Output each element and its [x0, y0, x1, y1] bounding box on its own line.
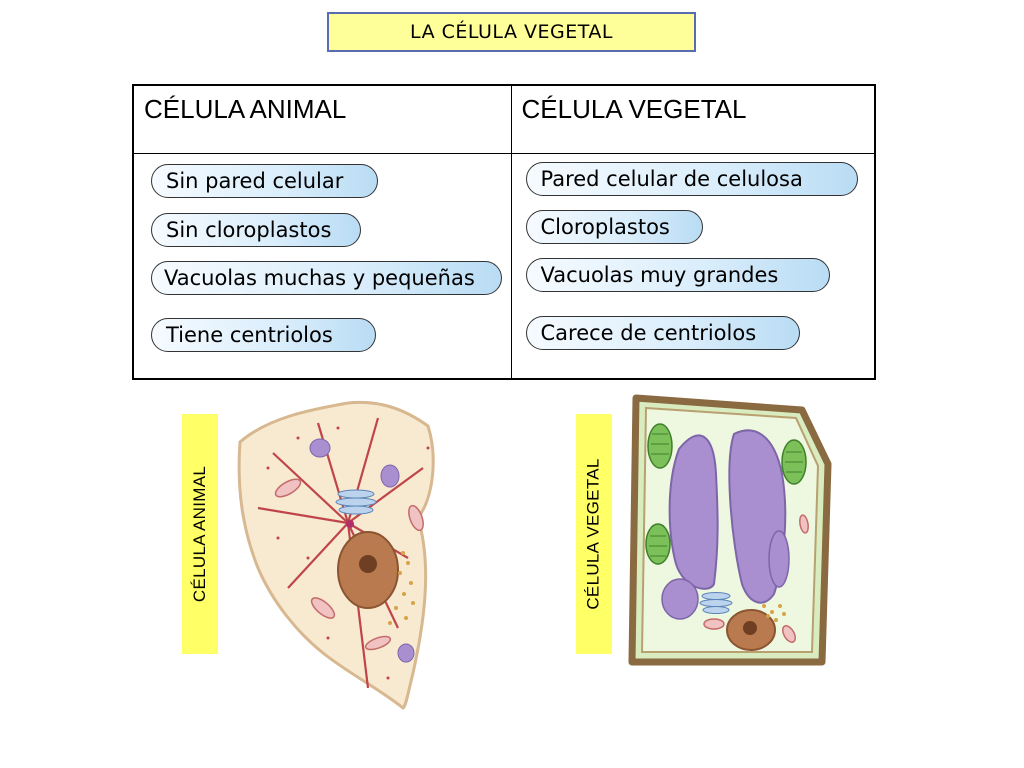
- page-title: LA CÉLULA VEGETAL: [327, 12, 696, 52]
- header-vegetal-cell: CÉLULA VEGETAL: [510, 84, 876, 154]
- animal-item-pill: Sin pared celular: [151, 163, 378, 198]
- vegetal-item-pill: Carece de centriolos: [525, 315, 800, 350]
- animal-item-pill: Sin cloroplastos: [151, 212, 361, 247]
- vegetal-cell-label-text: CÉLULA VEGETAL: [584, 458, 604, 610]
- animal-cell-label: CÉLULA ANIMAL: [182, 414, 218, 654]
- vegetal-cell-illustration: [628, 394, 832, 666]
- vegetal-item-pill: Vacuolas muy grandes: [525, 257, 830, 292]
- table-header-row: CÉLULA ANIMAL CÉLULA VEGETAL: [132, 84, 876, 154]
- vegetal-items-cell: Pared celular de celulosa Cloroplastos V…: [510, 152, 876, 380]
- vegetal-item-pill: Pared celular de celulosa: [525, 161, 858, 196]
- animal-item-pill: Tiene centriolos: [151, 317, 376, 352]
- animal-item-pill: Vacuolas muchas y pequeñas: [151, 260, 502, 295]
- table-body-row: Sin pared celular Sin cloroplastos Vacuo…: [132, 152, 876, 380]
- animal-items-cell: Sin pared celular Sin cloroplastos Vacuo…: [132, 152, 512, 380]
- vegetal-cell-label: CÉLULA VEGETAL: [576, 414, 612, 654]
- vegetal-item-pill: Cloroplastos: [525, 209, 703, 244]
- animal-cell-illustration: [237, 400, 435, 710]
- header-animal-cell: CÉLULA ANIMAL: [132, 84, 512, 154]
- animal-cell-label-text: CÉLULA ANIMAL: [190, 465, 209, 603]
- comparison-table: CÉLULA ANIMAL CÉLULA VEGETAL Sin pared c…: [132, 84, 876, 380]
- page-title-text: LA CÉLULA VEGETAL: [410, 21, 613, 43]
